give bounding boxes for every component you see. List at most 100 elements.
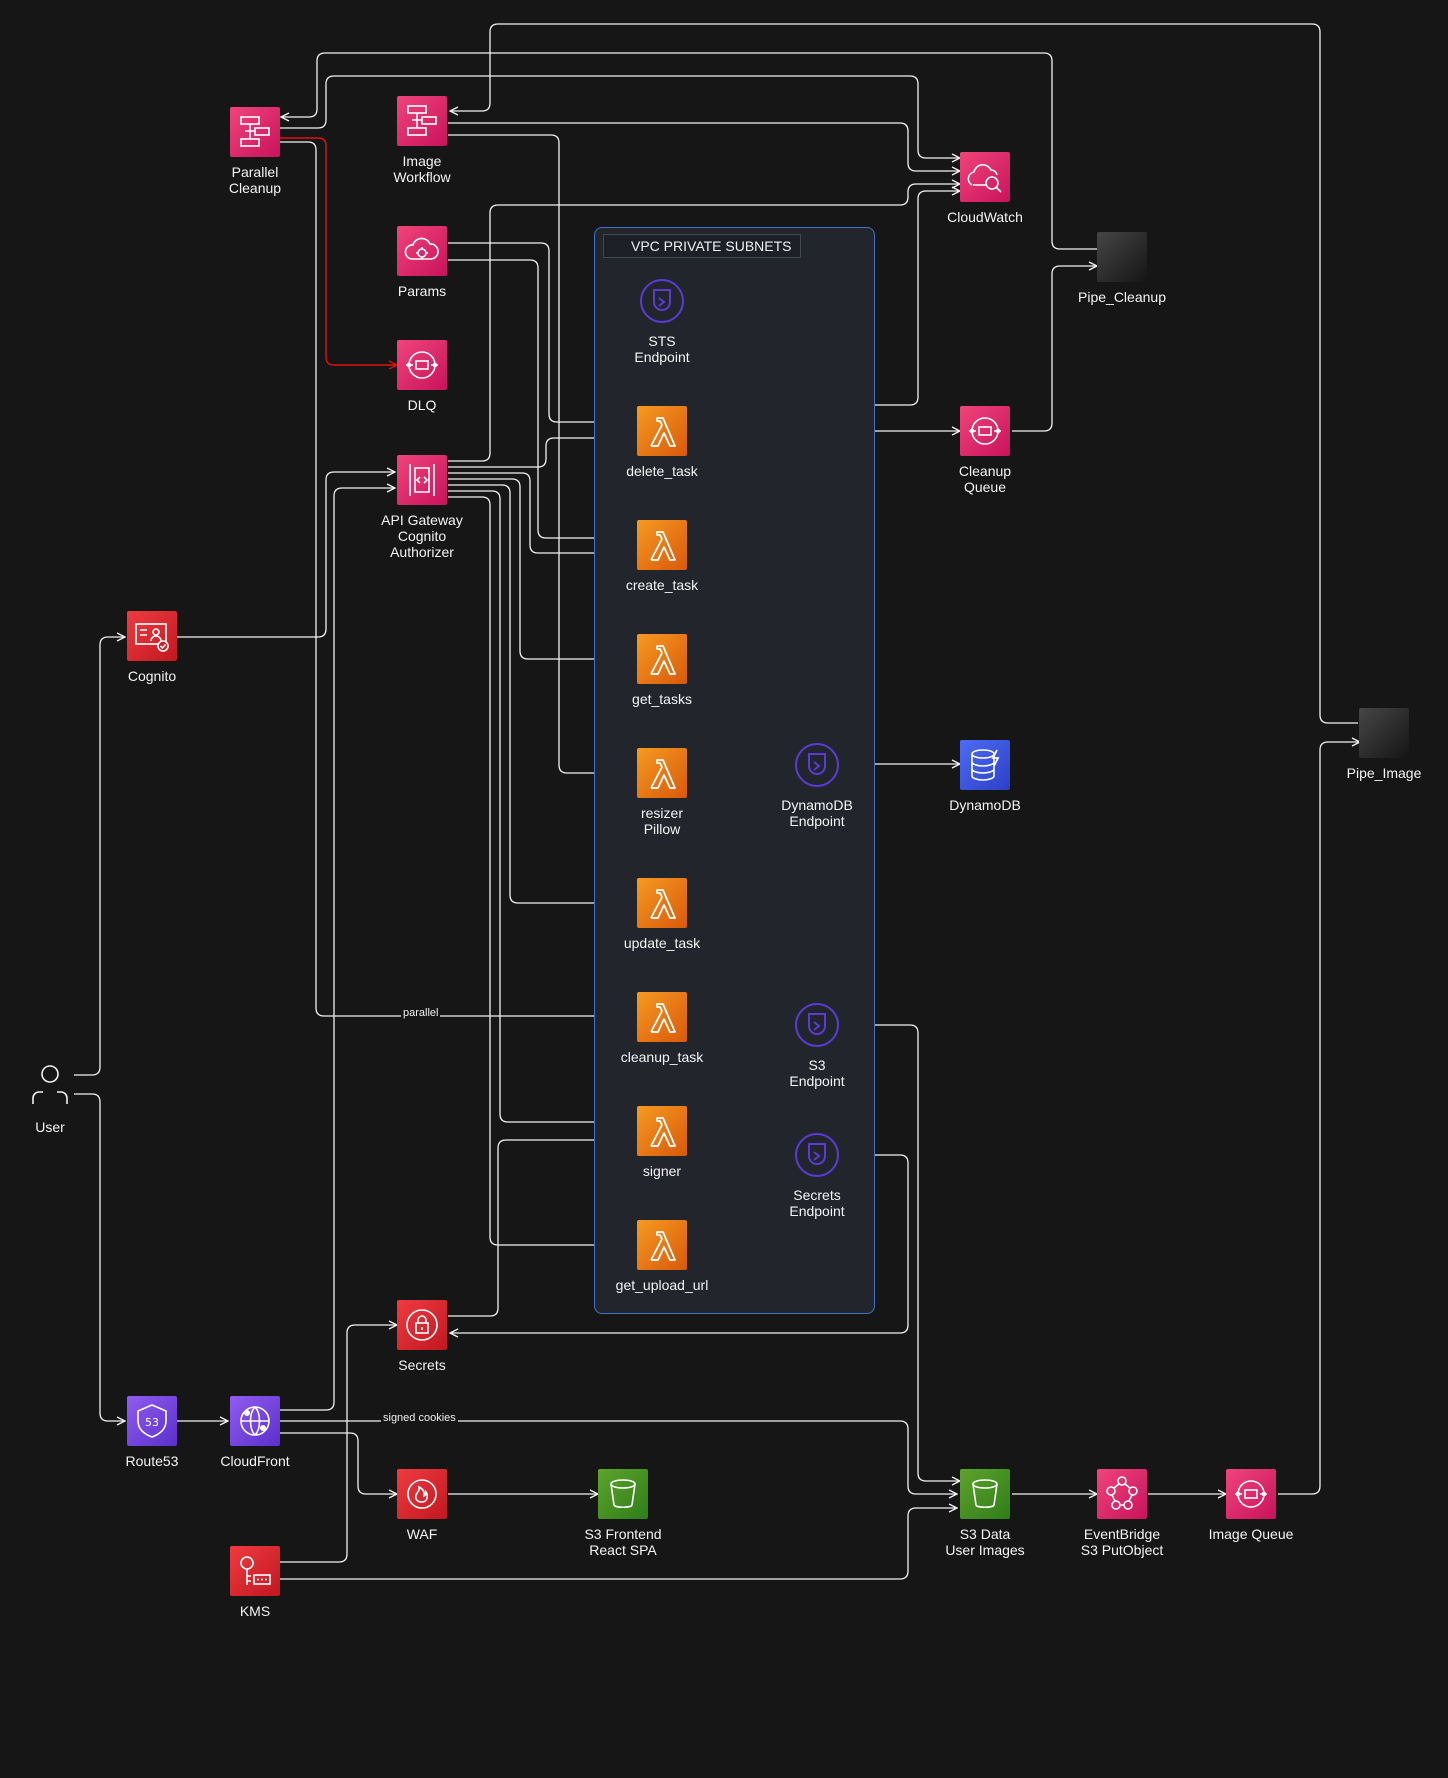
secrets-manager-icon — [397, 1300, 447, 1350]
node-resizer[interactable]: resizer Pillow — [607, 748, 717, 837]
node-signer[interactable]: signer — [607, 1106, 717, 1179]
edge-apigw-cloudwatch — [448, 184, 960, 462]
label-image-queue: Image Queue — [1208, 1526, 1294, 1542]
node-api-gateway[interactable]: API Gateway Cognito Authorizer — [367, 455, 477, 560]
edge-parallel-cloudwatch — [279, 75, 960, 158]
edge-workflow-resizer — [448, 134, 638, 773]
label-get-upload-url: get_upload_url — [615, 1277, 709, 1293]
lambda-icon — [637, 878, 687, 928]
label-cleanup-queue: Cleanup Queue — [958, 463, 1012, 495]
edge-parallel-dlq — [279, 137, 397, 365]
label-cognito: Cognito — [127, 668, 177, 684]
node-s3-frontend[interactable]: S3 Frontend React SPA — [568, 1469, 678, 1558]
edge-workflow-cloudwatch — [448, 122, 960, 171]
node-dynamodb[interactable]: DynamoDB — [930, 740, 1040, 813]
label-pipe-cleanup: Pipe_Cleanup — [1078, 289, 1166, 305]
node-get-tasks[interactable]: get_tasks — [607, 634, 717, 707]
sqs-queue-icon — [397, 340, 447, 390]
edge-s3ep-s3data — [842, 1024, 960, 1481]
lambda-icon — [637, 1106, 687, 1156]
edge-apigw-create — [448, 472, 638, 553]
label-s3-data: S3 Data User Images — [945, 1526, 1025, 1558]
label-cloudfront: CloudFront — [220, 1453, 290, 1469]
sqs-queue-icon — [1226, 1469, 1276, 1519]
edge-user-cognito — [74, 637, 125, 1076]
edge-apigw-update — [448, 484, 638, 903]
step-functions-icon — [230, 107, 280, 157]
label-user: User — [35, 1119, 65, 1135]
edge-label-parallel: parallel — [401, 1007, 441, 1020]
lambda-icon — [637, 406, 687, 456]
cloudwatch-icon — [960, 152, 1010, 202]
label-signer: signer — [642, 1163, 682, 1179]
edge-parallel-cleanuptask — [279, 141, 638, 1016]
label-get-tasks: get_tasks — [632, 691, 692, 707]
edge-apigw-gettasks — [448, 478, 638, 659]
edge-pipeimage-workflow — [450, 23, 1358, 724]
vpc-endpoint-icon — [637, 276, 687, 326]
label-delete-task: delete_task — [626, 463, 698, 479]
node-cognito[interactable]: Cognito — [97, 611, 207, 684]
node-delete-task[interactable]: delete_task — [607, 406, 717, 479]
node-dlq[interactable]: DLQ — [367, 340, 477, 413]
node-pipe-cleanup[interactable]: Pipe_Cleanup — [1067, 232, 1177, 305]
node-waf[interactable]: WAF — [367, 1469, 477, 1542]
label-resizer: resizer Pillow — [640, 805, 683, 837]
node-create-task[interactable]: create_task — [607, 520, 717, 593]
node-params[interactable]: Params — [367, 226, 477, 299]
label-kms: KMS — [239, 1603, 271, 1619]
label-parallel-cleanup: Parallel Cleanup — [228, 164, 282, 196]
node-pipe-image[interactable]: Pipe_Image — [1329, 708, 1439, 781]
lambda-icon — [637, 992, 687, 1042]
label-dynamodb: DynamoDB — [949, 797, 1021, 813]
parameter-store-icon — [397, 226, 447, 276]
dynamodb-icon — [960, 740, 1010, 790]
node-get-upload-url[interactable]: get_upload_url — [607, 1220, 717, 1293]
node-s3-endpoint[interactable]: S3 Endpoint — [762, 1000, 872, 1089]
edge-cloudfront-apigw — [279, 488, 395, 1411]
lambda-icon — [637, 748, 687, 798]
node-dynamodb-endpoint[interactable]: DynamoDB Endpoint — [762, 740, 872, 829]
node-image-queue[interactable]: Image Queue — [1196, 1469, 1306, 1542]
label-secrets: Secrets — [398, 1357, 446, 1373]
node-update-task[interactable]: update_task — [607, 878, 717, 951]
node-cloudwatch[interactable]: CloudWatch — [930, 152, 1040, 225]
node-eventbridge[interactable]: EventBridge S3 PutObject — [1067, 1469, 1177, 1558]
node-sts-endpoint[interactable]: STS Endpoint — [607, 276, 717, 365]
node-cleanup-task[interactable]: cleanup_task — [607, 992, 717, 1065]
lambda-icon — [637, 634, 687, 684]
node-s3-data[interactable]: S3 Data User Images — [930, 1469, 1040, 1558]
edge-kms-s3data — [279, 1508, 957, 1580]
node-user[interactable]: User — [0, 1062, 105, 1135]
label-eventbridge: EventBridge S3 PutObject — [1080, 1526, 1164, 1558]
label-secrets-endpoint: Secrets Endpoint — [789, 1187, 845, 1219]
eventbridge-icon — [1097, 1469, 1147, 1519]
label-dynamodb-endpoint: DynamoDB Endpoint — [781, 797, 853, 829]
edge-kms-secrets — [279, 1325, 397, 1563]
label-route53: Route53 — [125, 1453, 179, 1469]
node-secrets-endpoint[interactable]: Secrets Endpoint — [762, 1130, 872, 1219]
label-cleanup-task: cleanup_task — [620, 1049, 704, 1065]
label-update-task: update_task — [623, 935, 701, 951]
node-parallel-cleanup[interactable]: Parallel Cleanup — [200, 107, 310, 196]
label-image-workflow: Image Workflow — [393, 153, 451, 185]
node-secrets[interactable]: Secrets — [367, 1300, 477, 1373]
sqs-queue-icon — [960, 406, 1010, 456]
label-s3-frontend: S3 Frontend React SPA — [584, 1526, 662, 1558]
node-image-workflow[interactable]: Image Workflow — [367, 96, 477, 185]
label-dlq: DLQ — [407, 397, 437, 413]
label-waf: WAF — [406, 1526, 438, 1542]
user-icon — [25, 1062, 75, 1112]
node-cloudfront[interactable]: CloudFront — [200, 1396, 310, 1469]
node-kms[interactable]: KMS — [200, 1546, 310, 1619]
edge-secrets-signer — [448, 1140, 638, 1317]
edge-pipecleanup-parallel — [281, 52, 1097, 250]
vpc-title: VPC PRIVATE SUBNETS — [603, 234, 801, 258]
edge-cleanupqueue-pipe — [1012, 266, 1097, 432]
node-cleanup-queue[interactable]: Cleanup Queue — [930, 406, 1040, 495]
edge-user-route53 — [74, 1093, 125, 1421]
route53-icon: 53 — [127, 1396, 177, 1446]
edge-vpc-cloudwatch — [875, 191, 960, 406]
node-route53[interactable]: 53 Route53 — [97, 1396, 207, 1469]
